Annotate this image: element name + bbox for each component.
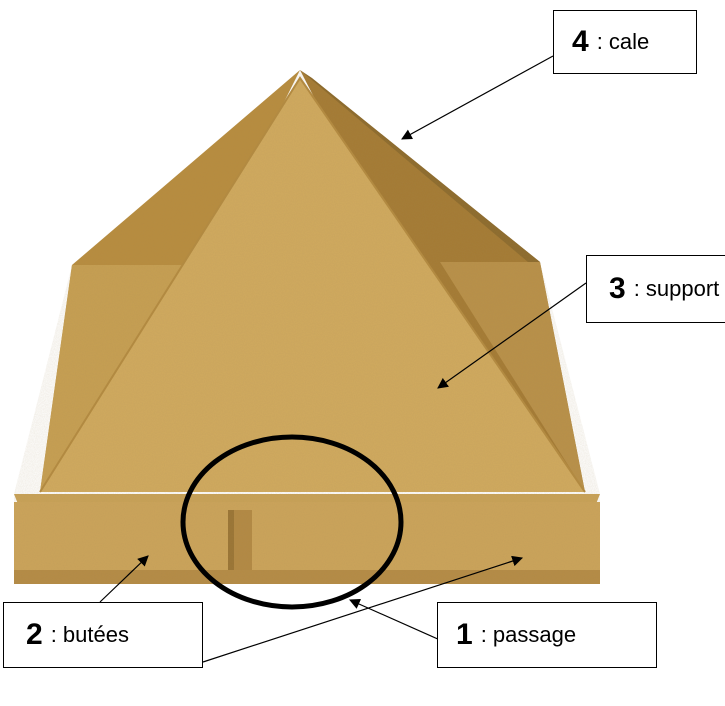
wood-grain <box>14 70 600 584</box>
label-number: 3 <box>609 272 626 306</box>
label-text: : butées <box>51 622 129 648</box>
label-number: 4 <box>572 25 589 59</box>
wooden-pyramid <box>14 70 600 584</box>
label-support: 3 : support <box>586 255 725 323</box>
label-passage: 1 : passage <box>437 602 657 668</box>
label-number: 1 <box>456 618 473 652</box>
label-cale: 4 : cale <box>553 10 697 74</box>
label-text: : support <box>634 276 720 302</box>
arrow-passage <box>350 600 440 640</box>
label-text: : cale <box>597 29 650 55</box>
label-number: 2 <box>26 618 43 652</box>
arrow-cale <box>402 56 553 139</box>
label-text: : passage <box>481 622 576 648</box>
label-butees: 2 : butées <box>3 602 203 668</box>
